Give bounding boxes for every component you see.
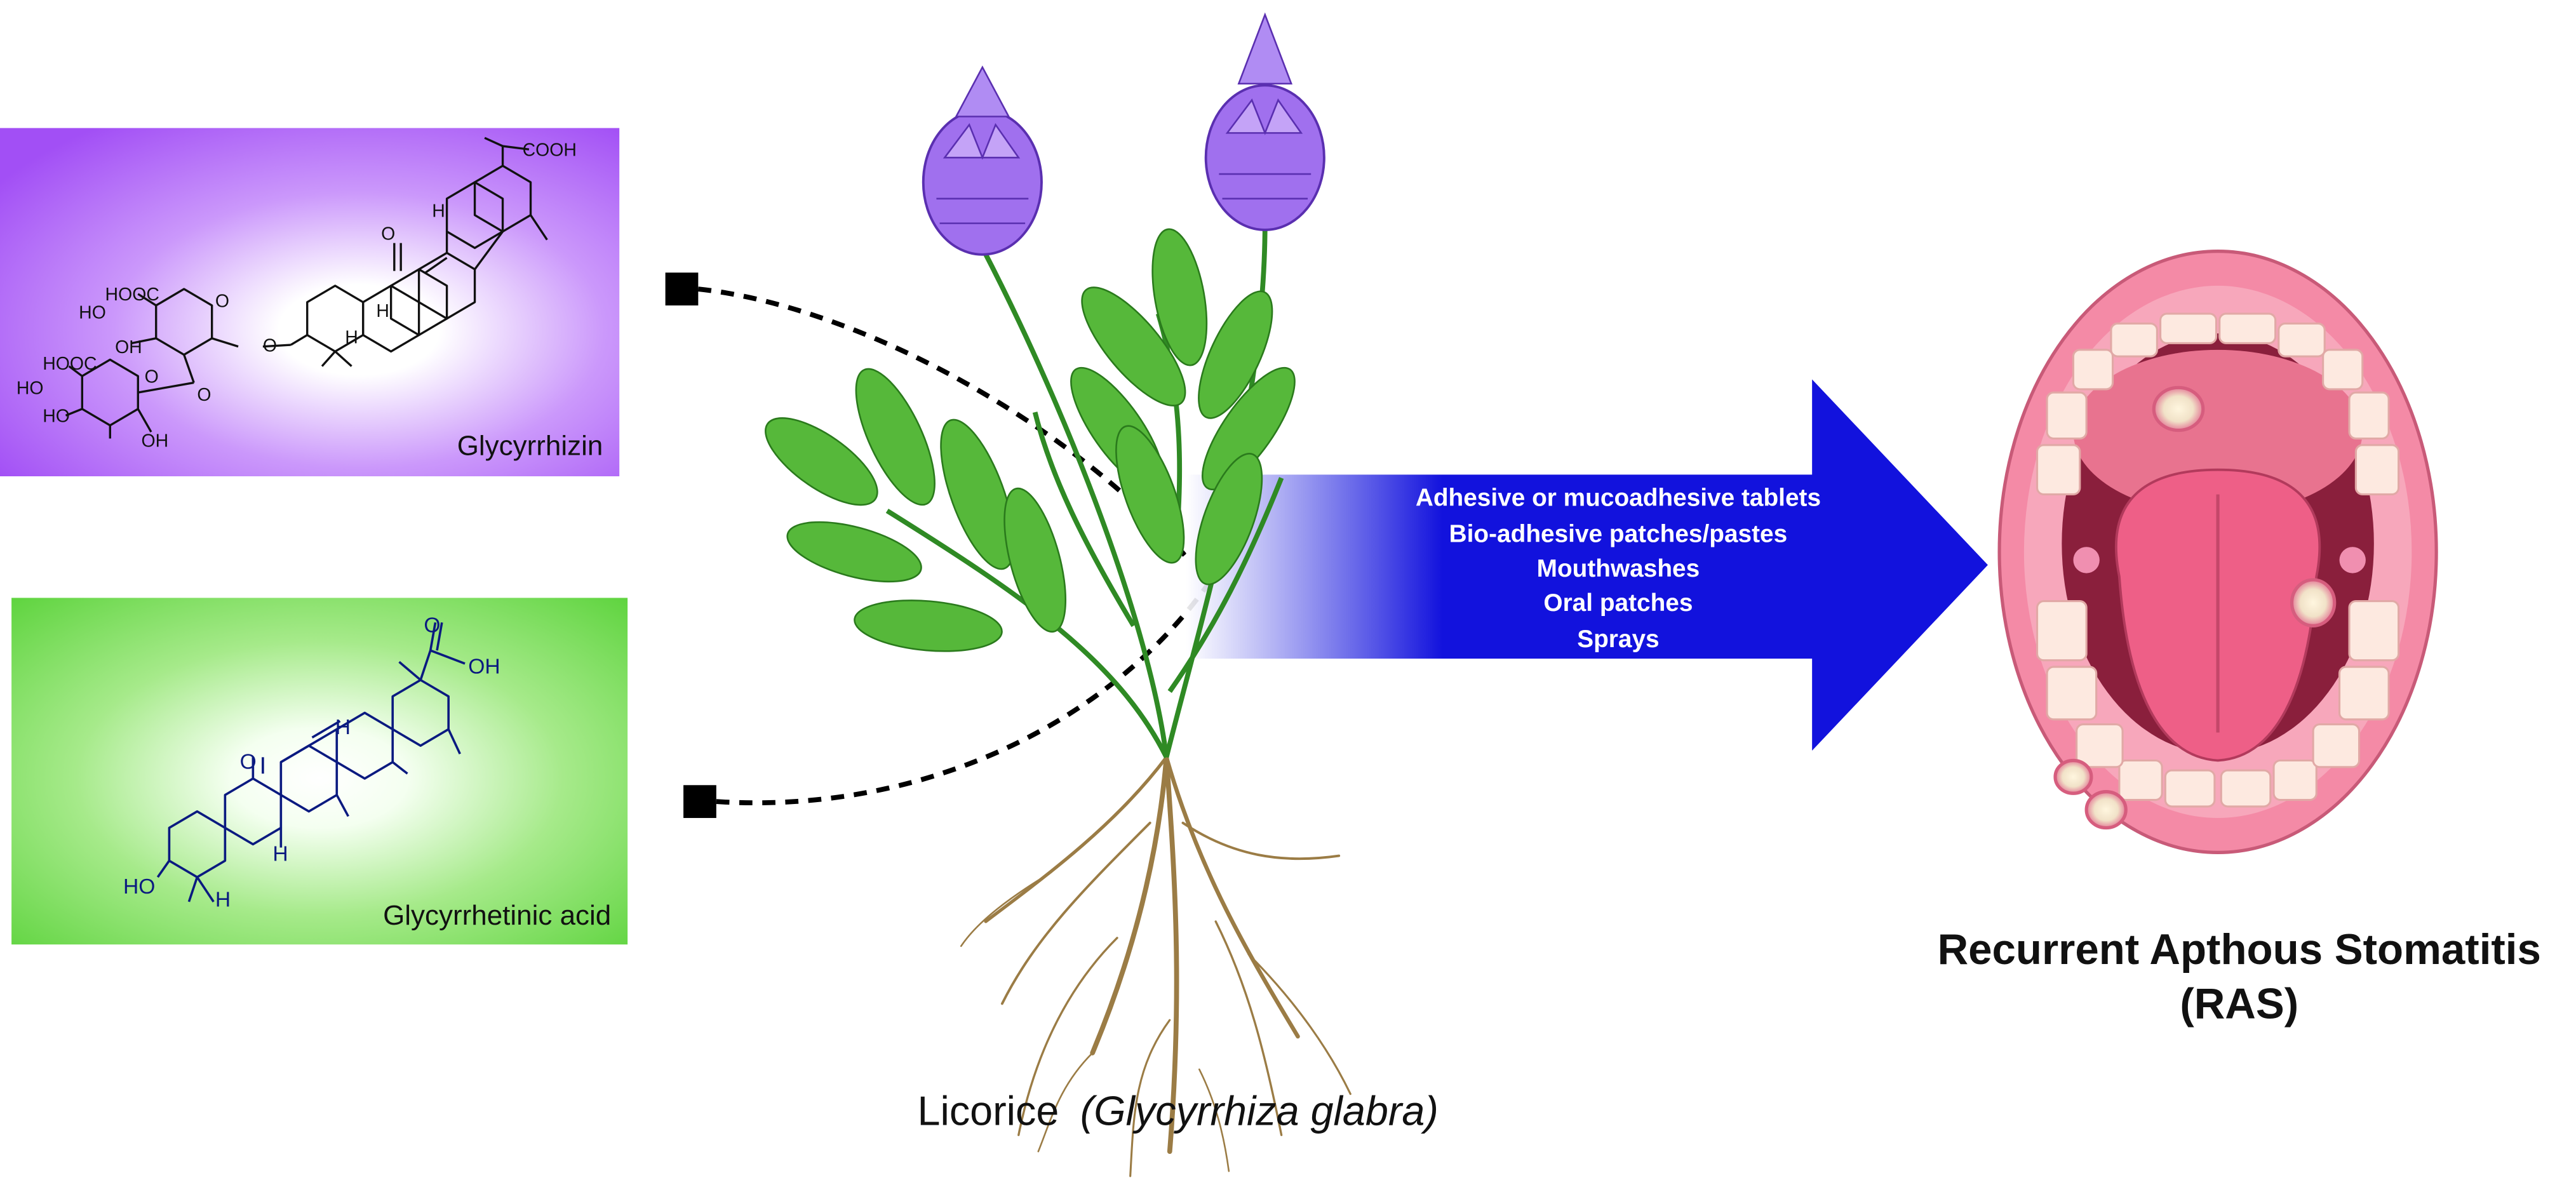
licorice-plant-illustration [765, 12, 1352, 1177]
formulation-item: Adhesive or mucoadhesive tablets [1416, 485, 1821, 512]
leaf [1195, 453, 1263, 586]
arrow-shape [1186, 379, 1988, 751]
glycyrrhizin-background [0, 128, 620, 476]
connector-dashed-line-bottom [716, 566, 1221, 806]
atom-h: H [376, 301, 389, 321]
connector-end-square-bottom [683, 785, 716, 819]
flower-left [922, 65, 1043, 256]
glycyrrhizin-structure [65, 137, 548, 439]
atom-h: H [215, 888, 231, 912]
atom-o-ring: O [145, 367, 159, 387]
mouth-ulcers [2053, 385, 2337, 830]
leaf [1115, 425, 1185, 564]
atom-hooc: HOOC [43, 354, 97, 374]
plant-scientific-name: (Glycyrrhiza glabra) [1080, 1088, 1439, 1134]
leaf [854, 600, 1003, 652]
glycyrrhetinic-acid-atom-labels: O OH O H H H HO [123, 614, 500, 912]
glycyrrhetinic-acid-background [11, 598, 628, 945]
ulcer [2152, 385, 2205, 432]
atom-ho: HO [79, 303, 106, 323]
glycyrrhetinic-acid-label: Glycyrrhetinic acid [383, 900, 611, 931]
plant-flowers [922, 12, 1325, 256]
atom-h: H [432, 201, 445, 221]
atom-h: H [345, 327, 358, 347]
formulation-item: Sprays [1577, 626, 1659, 653]
glycyrrhizin-panel: COOH O H H H O O HOOC HO OH O O HOOC HO … [0, 128, 620, 476]
atom-ho: HO [43, 406, 70, 427]
leaf [1198, 290, 1273, 419]
plant-leaves [765, 228, 1296, 652]
leaf [786, 521, 922, 583]
atom-o-link: O [263, 335, 277, 356]
atom-o-ring: O [215, 291, 229, 312]
leaf [1151, 228, 1208, 366]
plant-label: Licorice (Glycyrrhiza glabra) [918, 1088, 1439, 1134]
atom-oh: OH [141, 431, 168, 451]
atom-ho: HO [17, 378, 44, 399]
atom-carbonyl-o: O [424, 614, 440, 638]
atom-o-link: O [197, 385, 211, 405]
palate [2073, 349, 2363, 514]
ulcer [2290, 578, 2337, 627]
connector-end-square-top [665, 272, 699, 305]
atom-ketone-o: O [240, 750, 257, 774]
flower-right [1204, 12, 1325, 231]
lower-teeth [2036, 600, 2400, 808]
atom-h: H [272, 842, 288, 866]
leaf [1003, 487, 1067, 633]
formulation-arrow: Adhesive or mucoadhesive tablets Bio-adh… [1186, 379, 1988, 751]
tonsils [2073, 547, 2366, 573]
atom-h: H [335, 716, 351, 739]
plant-roots [960, 754, 1352, 1177]
leaf [855, 368, 936, 506]
atom-oh: OH [468, 655, 500, 678]
plant-common-name: Licorice [918, 1088, 1059, 1134]
condition-title-line1: Recurrent Apthous Stomatitis [1938, 926, 2541, 974]
formulation-list: Adhesive or mucoadhesive tablets Bio-adh… [1416, 485, 1821, 653]
glycyrrhetinic-acid-panel: O OH O H H H HO Glycyrrhetinic acid [11, 598, 628, 945]
atom-cooh: COOH [523, 140, 577, 161]
atom-oh: OH [115, 337, 142, 358]
atom-ho: HO [123, 875, 155, 899]
formulation-item: Mouthwashes [1537, 555, 1700, 582]
open-mouth-illustration [1997, 250, 2438, 854]
condition-title: Recurrent Apthous Stomatitis (RAS) [1938, 926, 2541, 1028]
formulation-item: Bio-adhesive patches/pastes [1449, 520, 1788, 547]
atom-hooc: HOOC [105, 285, 159, 305]
ulcer [2084, 790, 2128, 830]
leaf [1081, 286, 1186, 406]
leaf [940, 419, 1015, 570]
leaf [1202, 366, 1296, 491]
glycyrrhetinic-acid-structure [156, 622, 466, 902]
glycyrrhizin-atom-labels: COOH O H H H O O HOOC HO OH O O HOOC HO … [17, 140, 577, 452]
ulcer [2053, 758, 2093, 795]
condition-title-line2: (RAS) [2180, 981, 2298, 1028]
glycyrrhizin-label: Glycyrrhizin [457, 430, 603, 461]
leaf [765, 417, 878, 506]
atom-ketone-o: O [381, 224, 395, 244]
formulation-item: Oral patches [1543, 589, 1693, 617]
upper-teeth [2036, 312, 2400, 496]
